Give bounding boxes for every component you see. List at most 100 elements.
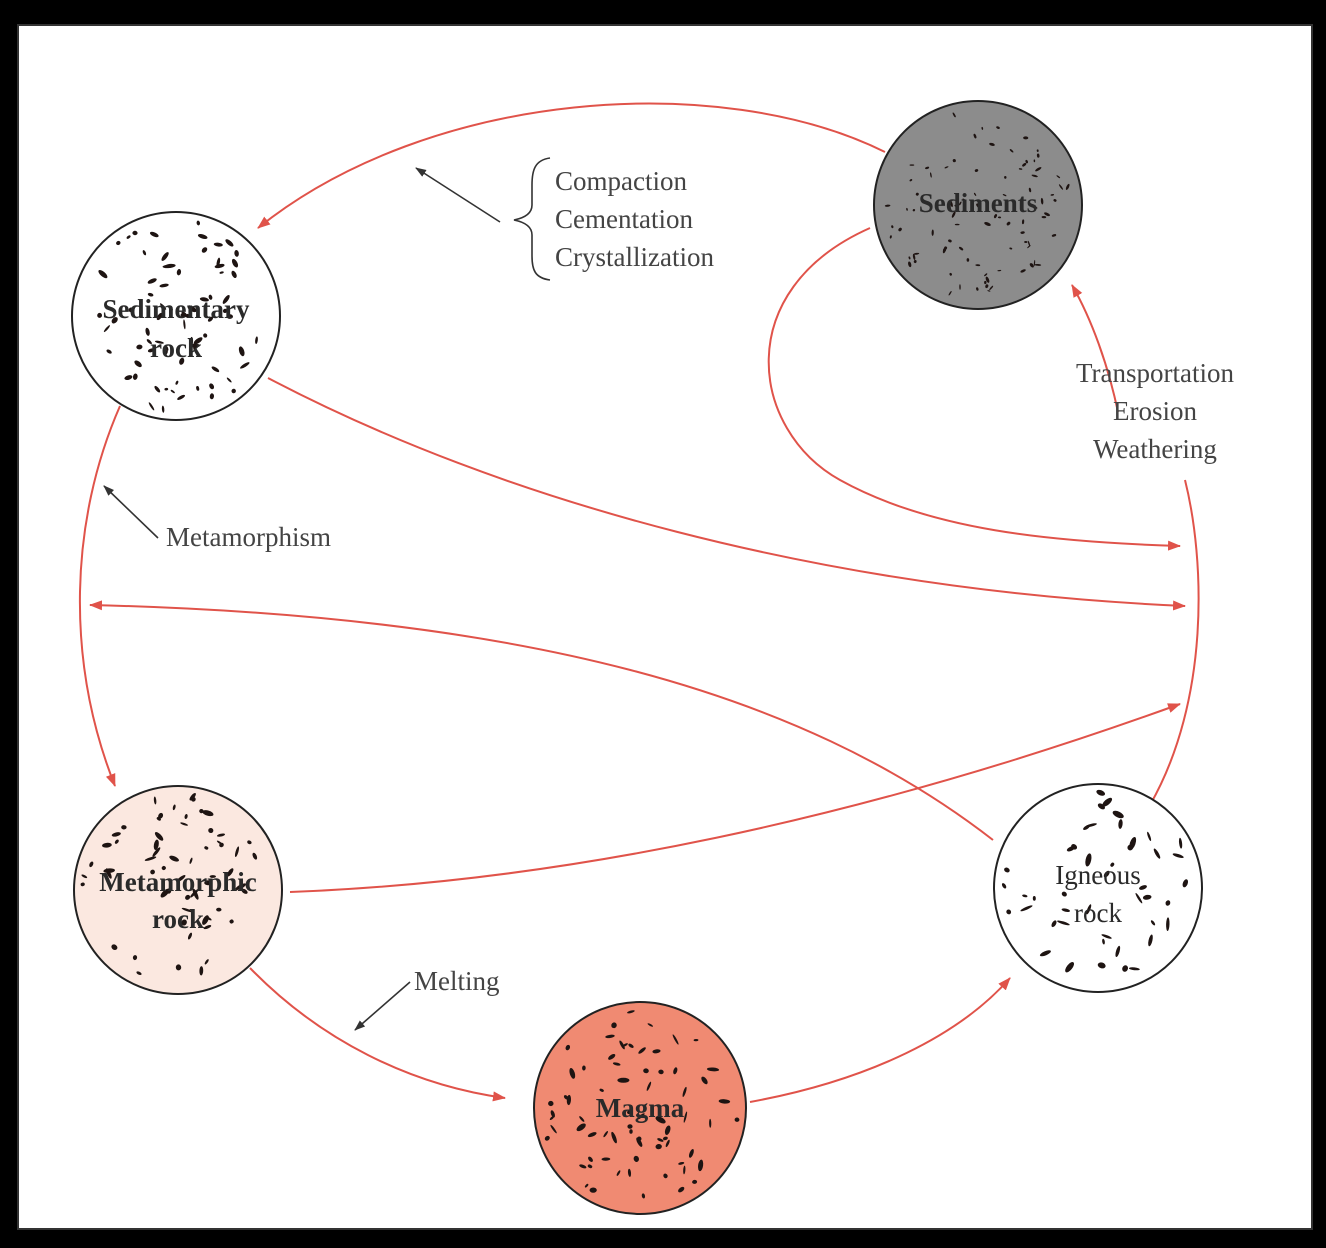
grain-speck bbox=[974, 169, 979, 172]
grain-speck bbox=[1031, 174, 1038, 178]
grain-speck bbox=[255, 336, 258, 344]
grain-speck bbox=[958, 246, 964, 251]
grain-speck bbox=[1036, 149, 1039, 152]
grain-speck bbox=[692, 1179, 698, 1184]
arrow-sedimentary-to-weathering bbox=[267, 377, 1186, 611]
grain-speck bbox=[144, 856, 157, 861]
grain-speck bbox=[948, 290, 952, 296]
grain-speck bbox=[664, 1125, 671, 1135]
grain-speck bbox=[190, 796, 196, 802]
grain-speck bbox=[951, 211, 956, 218]
grain-speck bbox=[1057, 920, 1070, 926]
metamorphic-rock-label-line2: rock bbox=[152, 904, 204, 934]
grain-speck bbox=[954, 223, 960, 226]
grain-speck bbox=[226, 868, 234, 877]
grain-speck bbox=[629, 1129, 633, 1134]
node-sediments: Sediments bbox=[873, 100, 1083, 310]
grain-speck bbox=[1061, 908, 1071, 913]
grain-speck bbox=[1101, 934, 1112, 939]
grain-speck bbox=[608, 1053, 616, 1060]
label-crystallization: Crystallization bbox=[555, 242, 714, 272]
grain-speck bbox=[180, 822, 188, 826]
grain-speck bbox=[231, 258, 239, 268]
grain-speck bbox=[909, 164, 915, 166]
grain-speck bbox=[156, 817, 161, 821]
magma-circle bbox=[533, 1001, 747, 1215]
lithification-label-group: Compaction Cementation Crystallization bbox=[555, 166, 714, 272]
grain-speck bbox=[627, 1010, 635, 1014]
grain-speck bbox=[216, 840, 223, 845]
arrow-igneous-to-sediments bbox=[1149, 479, 1200, 806]
grain-speck bbox=[154, 385, 161, 393]
grain-speck bbox=[121, 825, 127, 830]
grain-speck bbox=[146, 339, 152, 345]
grain-speck bbox=[1083, 824, 1091, 830]
grain-speck bbox=[1086, 904, 1092, 915]
grain-speck bbox=[187, 305, 197, 313]
grain-speck bbox=[159, 303, 167, 310]
grain-speck bbox=[183, 319, 186, 330]
grain-speck bbox=[1022, 162, 1027, 167]
grain-speck bbox=[147, 348, 155, 353]
grain-speck bbox=[1028, 187, 1032, 193]
grain-speck bbox=[997, 269, 1002, 272]
grain-speck bbox=[199, 808, 204, 814]
grain-speck bbox=[184, 813, 188, 820]
grain-speck bbox=[633, 1155, 639, 1162]
grain-speck bbox=[211, 366, 220, 373]
grain-speck bbox=[229, 919, 234, 924]
grain-speck bbox=[1001, 883, 1007, 889]
grain-speck bbox=[1172, 853, 1184, 858]
sedimentary-rock-label-line1: Sedimentary bbox=[103, 294, 250, 324]
grain-speck bbox=[176, 269, 182, 276]
grain-speck bbox=[1129, 836, 1137, 850]
grain-speck bbox=[1009, 149, 1014, 153]
grain-speck bbox=[611, 1022, 617, 1029]
grain-speck bbox=[641, 1193, 646, 1199]
grain-speck bbox=[1006, 909, 1012, 915]
grain-speck bbox=[226, 377, 232, 383]
grain-speck bbox=[973, 133, 977, 139]
grain-speck bbox=[132, 230, 138, 236]
grain-speck bbox=[134, 360, 142, 368]
grain-speck bbox=[185, 894, 191, 900]
grain-speck bbox=[984, 222, 991, 226]
grain-speck bbox=[202, 810, 214, 817]
grain-speck bbox=[142, 250, 147, 256]
grain-speck bbox=[1071, 844, 1078, 850]
grain-speck bbox=[1053, 199, 1057, 202]
grain-speck bbox=[208, 827, 214, 834]
grain-speck bbox=[925, 166, 930, 170]
grain-speck bbox=[177, 394, 186, 400]
grain-speck bbox=[197, 234, 208, 239]
grain-speck bbox=[166, 888, 172, 894]
grain-speck bbox=[153, 839, 159, 851]
label-compaction: Compaction bbox=[555, 166, 687, 196]
label-cementation: Cementation bbox=[555, 204, 693, 234]
grain-speck bbox=[693, 1038, 699, 1042]
grain-speck bbox=[190, 336, 194, 346]
grain-speck bbox=[1097, 962, 1106, 969]
grain-speck bbox=[1024, 240, 1028, 244]
grain-speck bbox=[949, 200, 953, 208]
grain-speck bbox=[209, 875, 216, 878]
flow-arrows bbox=[78, 102, 1200, 1103]
grain-speck bbox=[605, 1034, 615, 1039]
pointer-arrows bbox=[103, 157, 551, 1031]
pointer-melting bbox=[354, 981, 411, 1031]
grain-speck bbox=[544, 1135, 550, 1141]
grain-speck bbox=[1128, 967, 1140, 971]
grain-speck bbox=[915, 192, 919, 196]
grain-speck bbox=[1085, 853, 1092, 867]
grain-speck bbox=[209, 383, 215, 390]
grain-speck bbox=[1110, 862, 1115, 867]
grain-speck bbox=[984, 280, 987, 285]
grain-speck bbox=[189, 857, 193, 864]
grain-speck bbox=[930, 172, 932, 178]
grain-speck bbox=[948, 239, 952, 243]
grain-speck bbox=[985, 284, 989, 289]
grain-speck bbox=[1103, 870, 1110, 878]
grain-speck bbox=[647, 1023, 654, 1027]
grain-speck bbox=[1142, 894, 1152, 900]
metamorphic-rock-circle bbox=[73, 785, 283, 995]
